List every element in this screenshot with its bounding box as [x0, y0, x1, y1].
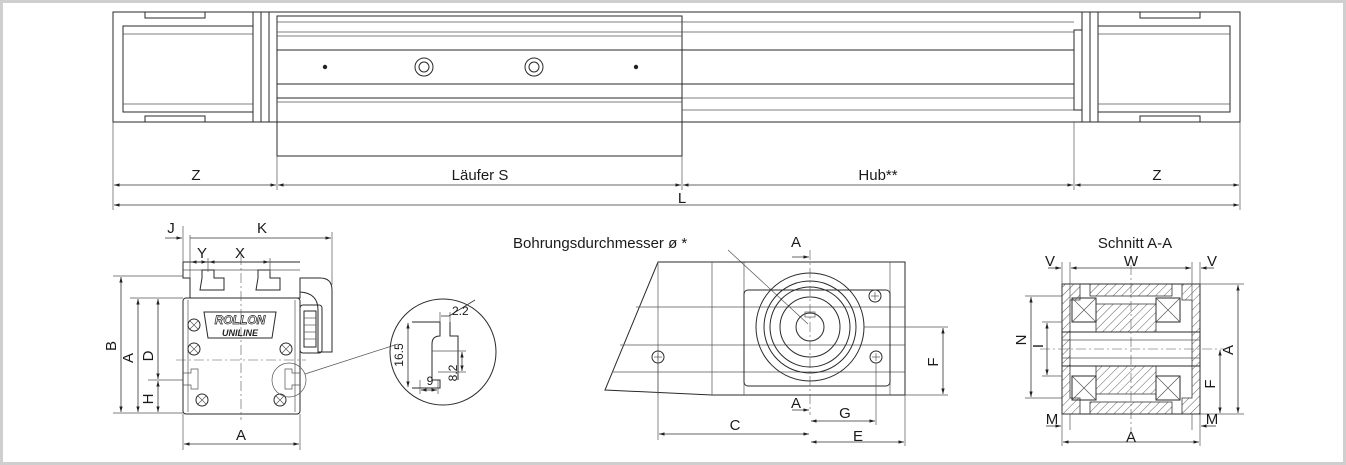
dim-slider-length: Läufer S	[452, 167, 509, 184]
detail-circle	[389, 298, 497, 406]
rollon-logo: ROLLON UNILINE	[203, 311, 277, 339]
dim-v-right: V	[1207, 253, 1217, 270]
right-end-cap	[1073, 11, 1231, 123]
dim-f: F	[1202, 379, 1219, 388]
dim-a-bottom: A	[1126, 429, 1136, 446]
bore-diameter-label: Bohrungsdurchmesser ø *	[513, 235, 687, 252]
dim-x: X	[235, 245, 245, 262]
dim-8-2: 8.2	[446, 364, 460, 381]
section-view: Schnitt A-A	[1013, 235, 1244, 446]
section-title: Schnitt A-A	[1098, 235, 1172, 252]
profile-rail	[682, 21, 1074, 111]
dim-h: H	[140, 394, 157, 405]
dim-d: D	[140, 350, 157, 361]
dim-z-left: Z	[191, 167, 200, 184]
dim-m-left: M	[1046, 411, 1059, 428]
dim-n: N	[1013, 335, 1030, 346]
dim-16-5: 16.5	[392, 343, 406, 367]
detail-marker-circle	[271, 362, 307, 398]
dim-c: C	[730, 417, 741, 434]
pulley-housing	[604, 261, 906, 396]
dim-a-right: A	[1220, 345, 1237, 355]
dim-f: F	[925, 357, 942, 366]
dim-z-right: Z	[1152, 167, 1161, 184]
dim-v-left: V	[1045, 253, 1055, 270]
unit-body-outline	[112, 11, 1241, 123]
dim-i: I	[1030, 344, 1047, 348]
carriage-screws	[187, 318, 293, 407]
profile-outline	[182, 262, 333, 353]
carriage-block	[182, 297, 301, 415]
dim-9: 9	[427, 374, 434, 388]
dim-y: Y	[197, 245, 207, 262]
left-end-cap	[122, 11, 270, 123]
section-mark-bottom: A	[791, 395, 801, 412]
t-slot-profile	[412, 321, 441, 389]
dim-a-vertical: A	[120, 353, 137, 363]
dim-k: K	[257, 220, 267, 237]
dim-stroke: Hub**	[858, 167, 897, 184]
dim-b: B	[103, 341, 120, 351]
svg-text:ROLLON: ROLLON	[215, 313, 266, 327]
dim-a-bottom: A	[236, 427, 246, 444]
front-view: ROLLON UNILINE J K Y X	[103, 220, 399, 450]
pulley-view: Bohrungsdurchmesser ø * A A F	[513, 234, 948, 446]
detail-view: 2.2 16.5 8.2 9	[389, 298, 497, 406]
dim-j: J	[167, 220, 175, 237]
section-mark-top: A	[791, 234, 801, 251]
top-view: Z Läufer S Hub** Z L	[112, 11, 1241, 210]
dim-m-right: M	[1206, 411, 1219, 428]
dim-2-2: 2.2	[452, 304, 469, 318]
slider-carriage	[276, 15, 683, 157]
svg-text:UNILINE: UNILINE	[222, 328, 259, 338]
dim-w: W	[1124, 253, 1139, 270]
dim-total-length: L	[678, 190, 686, 207]
dim-g: G	[839, 405, 851, 422]
dim-e: E	[853, 428, 863, 445]
